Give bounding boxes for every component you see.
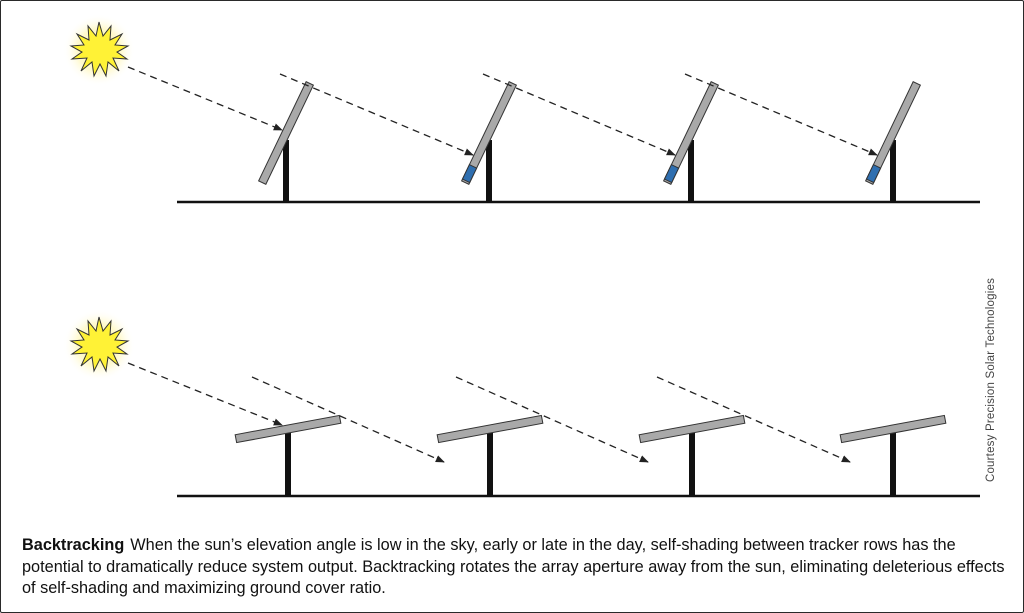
sun-rays	[127, 66, 878, 156]
tracker-row-4	[839, 414, 947, 496]
caption-title: Backtracking	[22, 536, 125, 554]
caption-body: When the sun’s elevation angle is low in…	[22, 536, 1005, 597]
shaded-area	[663, 163, 680, 184]
tracker-row-3	[638, 414, 746, 496]
tracker-row-3	[662, 81, 720, 202]
tracker-row-2	[460, 81, 518, 202]
tracker-row-1	[257, 81, 315, 202]
sun-icon	[63, 309, 135, 381]
backtracking-scene	[63, 309, 980, 498]
image-credit: Courtesy Precision Solar Technologies	[985, 277, 997, 483]
tracker-row-1	[234, 414, 342, 496]
sun-icon	[63, 14, 135, 86]
shaded-area	[461, 163, 478, 184]
tracker-row-4	[864, 81, 922, 202]
sun-rays	[127, 362, 851, 463]
shaded-area	[865, 163, 882, 184]
standard-tracking-scene	[63, 14, 980, 204]
tracker-row-2	[436, 414, 544, 496]
